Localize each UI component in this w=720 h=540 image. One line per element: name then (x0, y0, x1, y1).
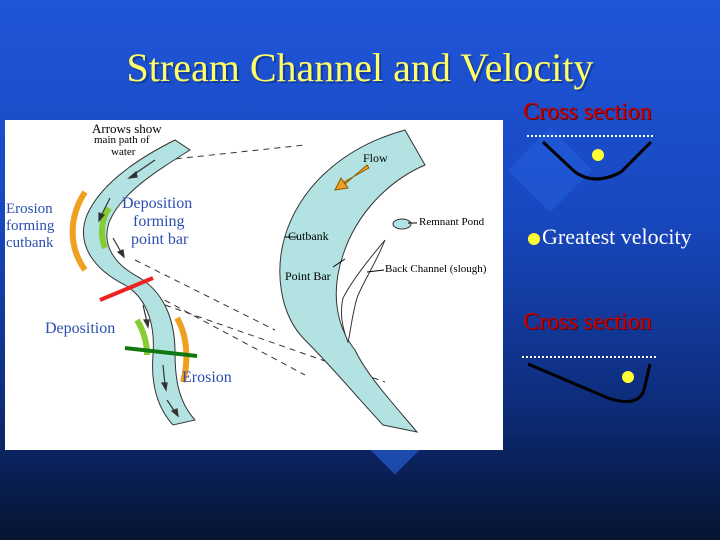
cross-section-line (99, 276, 154, 302)
erosion-bar (174, 316, 190, 383)
stream-diagram: Arrows show main path of water Erosion f… (5, 120, 503, 450)
back-channel-label: Back Channel (slough) (385, 263, 487, 275)
deposition-pointbar-label-3: point bar (131, 231, 189, 248)
point-bar-label: Point Bar (285, 269, 331, 283)
stream-diagram-graphic (69, 129, 426, 433)
erosion-bar (69, 190, 88, 272)
flow-label: Flow (363, 151, 388, 165)
deposition-bar (98, 206, 112, 250)
back-channel (340, 239, 386, 344)
cross-section-1-title: Cross section (523, 99, 652, 125)
cross-section-2-title: Cross section (523, 309, 652, 335)
erosion-cutbank-label-2: forming (6, 218, 55, 234)
enlarged-bend (279, 129, 426, 433)
slide-title: Stream Channel and Velocity (126, 45, 594, 90)
greatest-velocity-dot (622, 371, 634, 383)
arrows-note-line-2: main path of (94, 134, 150, 146)
deposition-pointbar-label-2: forming (133, 213, 185, 230)
remnant-pond (392, 218, 412, 230)
cross-section-1-graphic (527, 135, 653, 181)
cross-section-2-graphic (522, 356, 658, 404)
legend-label: Greatest velocity (542, 224, 692, 249)
erosion-cutbank-label-3: cutbank (6, 235, 54, 251)
projection-lines (134, 144, 386, 383)
pointer-lines (285, 222, 417, 273)
greatest-velocity-legend: Greatest velocity (528, 224, 692, 250)
flow-arrow-icon (334, 164, 370, 191)
greatest-velocity-dot (592, 149, 604, 161)
legend-dot-icon (528, 232, 540, 245)
deposition-pointbar-label-1: Deposition (122, 195, 193, 212)
flow-arrows (98, 159, 179, 418)
arrows-note-line-1: Arrows show (92, 121, 162, 136)
cutbank-label: Cutbank (288, 229, 329, 243)
arrows-note-line-3: water (111, 146, 136, 158)
erosion-cutbank-label-1: Erosion (6, 201, 53, 217)
cross-section-line (124, 346, 198, 358)
erosion-label: Erosion (182, 369, 232, 386)
deposition-label: Deposition (45, 320, 116, 337)
remnant-pond-label: Remnant Pond (419, 216, 485, 228)
